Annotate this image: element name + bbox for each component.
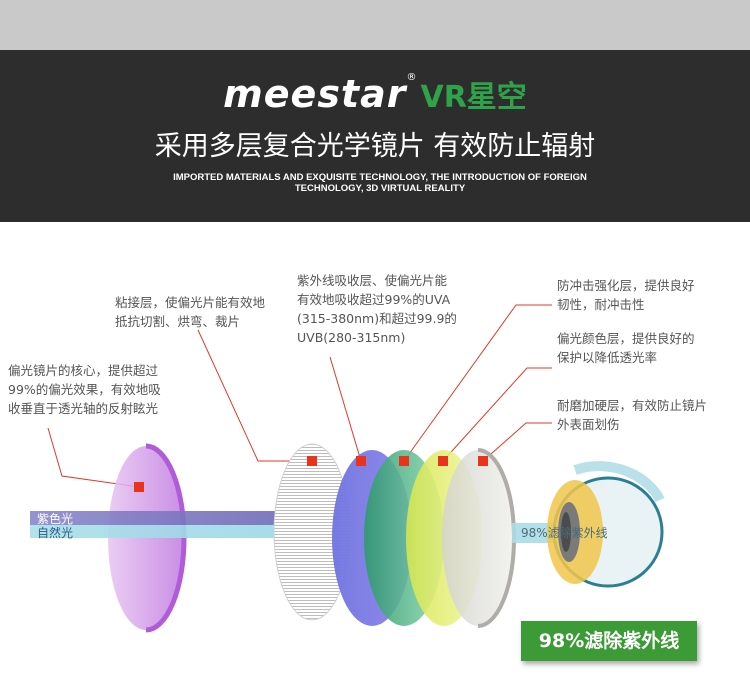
marker-dots [134, 456, 488, 492]
annotation-impact-layer: 防冲击强化层，提供良好 韧性，耐冲击性 [557, 276, 695, 314]
page-headline: 采用多层复合光学镜片 有效防止辐射 [154, 131, 596, 162]
eye-icon [547, 461, 665, 588]
brand-logo: meestar®VR星空 [0, 72, 750, 116]
marker-impact [399, 456, 409, 466]
annotation-line: 保护以降低透光率 [557, 350, 658, 365]
annotation-line: 紫外线吸收层、使偏光片能 [297, 273, 448, 288]
annotation-line: 99%的偏光效果，有效地吸 [8, 382, 161, 397]
annotation-line: 耐磨加硬层，有效防止镜片 [557, 398, 708, 413]
uv-light-label: 紫色光 [37, 512, 74, 526]
annotation-line: 外表面划伤 [557, 417, 620, 432]
uv-beam [30, 511, 314, 525]
header-banner [0, 50, 750, 222]
annotation-line: 偏光镜片的核心，提供超过 [8, 363, 159, 378]
leader-color [442, 367, 552, 462]
annotation-color-layer: 偏光颜色层，提供良好的 保护以降低透光率 [557, 329, 695, 367]
brand-suffix: VR星空 [420, 80, 527, 115]
annotation-line: UVB(280-315nm) [297, 330, 406, 345]
annotation-line: (315-380nm)和超过99.9的 [297, 311, 457, 326]
hardcoat-lens [442, 450, 514, 626]
annotation-line: 粘接层，使偏光片能有效地 [115, 295, 266, 310]
marker-hardcoat [478, 456, 488, 466]
marker-adhesive [307, 456, 317, 466]
annotation-line: 抵抗切割、烘弯、裁片 [115, 314, 241, 329]
brand-name: meestar [223, 72, 407, 116]
annotation-line: 韧性，耐冲击性 [557, 297, 645, 312]
annotation-polarizer-core: 偏光镜片的核心，提供超过 99%的偏光效果，有效地吸 收垂直于透光轴的反射眩光 [8, 361, 161, 418]
top-gray-bar [0, 0, 750, 50]
leader-hardcoat [482, 422, 552, 462]
registered-mark: ® [406, 72, 417, 83]
leader-uv [329, 356, 362, 462]
page-subline: IMPORTED MATERIALS AND EXQUISITE TECHNOL… [173, 172, 587, 194]
annotation-line: 偏光颜色层，提供良好的 [557, 331, 695, 346]
natural-beam [30, 525, 314, 538]
leader-adhesive [197, 329, 312, 462]
annotation-line: 收垂直于透光轴的反射眩光 [8, 401, 159, 416]
annotation-uv-layer: 紫外线吸收层、使偏光片能 有效地吸收超过99%的UVA (315-380nm)和… [297, 271, 457, 347]
marker-polarizer [134, 482, 144, 492]
leader-impact [403, 304, 552, 462]
uv-filter-badge: 98%滤除紫外线 [521, 621, 697, 661]
leader-polarizer [47, 427, 140, 488]
annotation-adhesive-layer: 粘接层，使偏光片能有效地 抵抗切割、烘弯、裁片 [115, 293, 265, 331]
annotation-line: 防冲击强化层，提供良好 [557, 278, 695, 293]
marker-uv [356, 456, 366, 466]
annotation-line: 有效地吸收超过99%的UVA [297, 292, 451, 307]
leader-lines [47, 304, 552, 488]
marker-color [438, 456, 448, 466]
filtered-beam-label: 98%滤除紫外线 [521, 526, 608, 540]
natural-light-label: 自然光 [37, 526, 74, 540]
annotation-hard-coat: 耐磨加硬层，有效防止镜片 外表面划伤 [557, 396, 707, 434]
